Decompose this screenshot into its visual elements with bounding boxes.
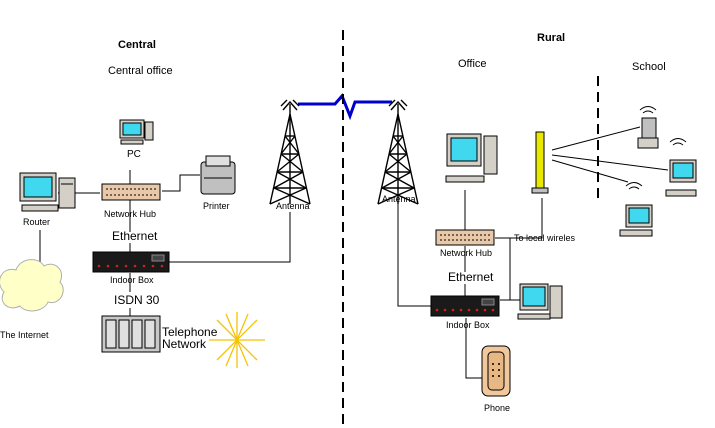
- indoor-box-to-phone-link: [465, 318, 482, 379]
- telephone-icon: [481, 345, 511, 397]
- starburst-icon: [209, 312, 265, 368]
- antenna-label-right: Antenna: [382, 194, 416, 204]
- pc-label: PC: [127, 149, 141, 160]
- central-section-title: Central: [118, 39, 156, 51]
- office-label: Office: [458, 58, 487, 70]
- telephone-network-label: Telephone Network: [162, 325, 218, 351]
- wireless-beam-3: [551, 159, 629, 183]
- rural-section-title: Rural: [537, 32, 566, 44]
- network-hub-icon: [101, 183, 161, 201]
- antenna-label-left: Antenna: [276, 201, 310, 211]
- router-computer-icon: [19, 172, 76, 212]
- wireless-beams: [551, 126, 669, 183]
- wireless-mast-icon: [531, 131, 549, 194]
- pbx-icon: [101, 315, 161, 353]
- indoor-box-label-left: Indoor Box: [110, 275, 154, 285]
- hub-to-wireless-mast-link: [495, 198, 543, 239]
- computer-icon: [445, 133, 498, 183]
- network-hub-label-left: Network Hub: [104, 209, 157, 219]
- hub-to-printer-link: [162, 174, 200, 192]
- central-office-label: Central office: [108, 65, 173, 77]
- printer-icon: [200, 155, 236, 195]
- isdn-label: ISDN 30: [114, 293, 160, 307]
- indoor-box-icon-right: [430, 295, 500, 317]
- indoor-box-icon: [92, 251, 170, 273]
- to-local-wireless-label: To local wireles: [514, 233, 576, 243]
- connection-lines: [39, 170, 543, 379]
- ethernet-label-left: Ethernet: [112, 229, 158, 243]
- wireless-terminal-icon-1: [637, 106, 659, 149]
- antenna-tower-icon-left: [269, 99, 311, 205]
- wireless-beam-2: [551, 154, 669, 171]
- phone-label: Phone: [484, 403, 511, 413]
- wireless-terminal-icon-3: [619, 182, 653, 237]
- antenna-to-indoor-box-link: [397, 202, 432, 307]
- internet-label: The Internet: [0, 330, 49, 340]
- computer-icon-second: [517, 283, 563, 320]
- ethernet-label-right: Ethernet: [448, 270, 494, 284]
- cloud-icon: [0, 259, 64, 312]
- indoor-box-label-right: Indoor Box: [446, 320, 490, 330]
- network-hub-icon-right: [435, 229, 495, 246]
- radio-link: [298, 93, 392, 121]
- printer-label: Printer: [203, 201, 230, 211]
- indoor-box-to-antenna-link: [168, 212, 291, 263]
- school-label: School: [632, 61, 666, 73]
- hub-to-office-pc-link: [495, 237, 511, 301]
- pc-icon: [119, 119, 154, 145]
- wireless-beam-1: [551, 126, 641, 151]
- antenna-tower-icon-right: [377, 99, 419, 205]
- router-label: Router: [23, 217, 51, 227]
- wireless-terminal-icon-2: [665, 138, 697, 197]
- network-hub-label-right: Network Hub: [440, 248, 493, 258]
